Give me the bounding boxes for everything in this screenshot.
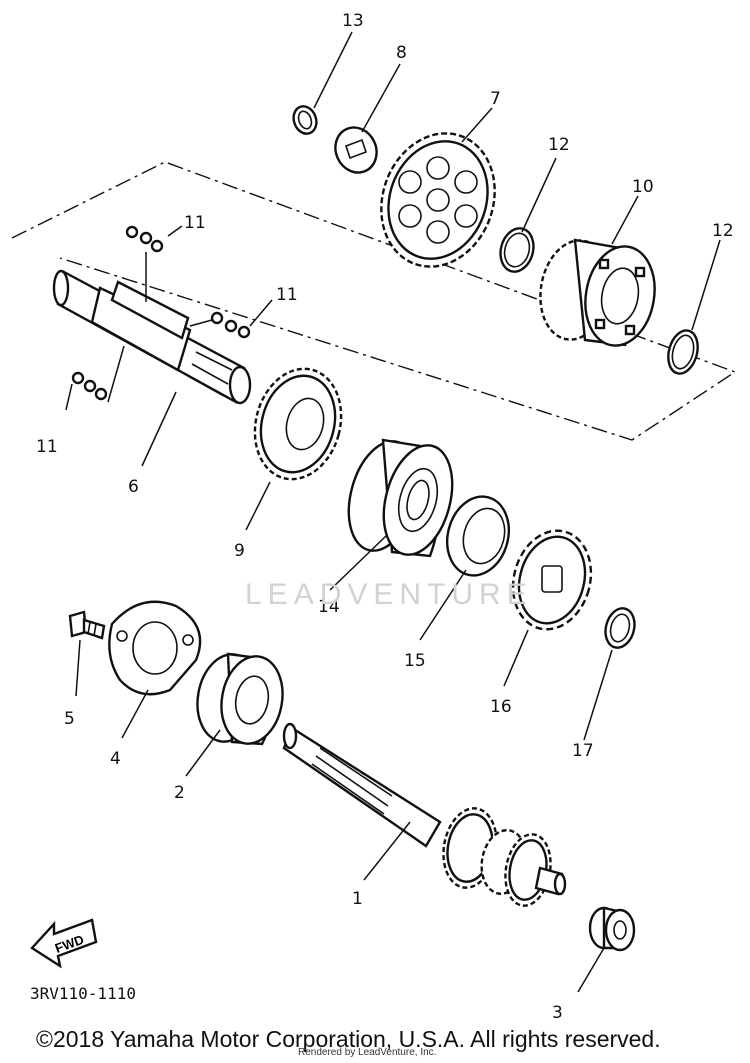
callout-7: 7 <box>490 89 501 109</box>
part-11-balls-left[interactable] <box>71 371 108 401</box>
part-4-retainer-plate[interactable] <box>108 600 202 696</box>
part-14-bearing[interactable] <box>338 434 464 563</box>
leader-lines <box>65 31 721 993</box>
callout-1: 1 <box>352 889 363 909</box>
callout-15: 15 <box>404 651 426 671</box>
part-13-circlip[interactable] <box>290 103 320 137</box>
part-9-gear[interactable] <box>243 359 353 489</box>
callout-17: 17 <box>572 741 594 761</box>
part-2-bearing[interactable] <box>191 649 289 748</box>
part-6-drive-axle[interactable] <box>52 269 252 405</box>
part-12-circlip-upper[interactable] <box>496 225 538 276</box>
part-16-sprocket[interactable] <box>502 522 601 638</box>
callout-8: 8 <box>396 43 407 63</box>
callout-4: 4 <box>110 749 121 769</box>
rendered-by-notice: Rendered by LeadVenture, Inc. <box>298 1047 437 1058</box>
diagram-code: 3RV110-1110 <box>30 984 136 1003</box>
callout-labels: 13 8 7 12 10 12 11 11 11 6 9 14 15 16 17… <box>36 11 734 1023</box>
part-5-bolt[interactable] <box>68 610 106 640</box>
part-17-circlip[interactable] <box>601 605 638 651</box>
callout-3: 3 <box>552 1003 563 1023</box>
part-3-collar[interactable] <box>588 906 636 952</box>
callout-11-right: 11 <box>276 285 298 305</box>
watermark: LEADVENTURE <box>245 578 533 611</box>
part-11-balls-upper[interactable] <box>125 225 164 253</box>
callout-11-left: 11 <box>36 437 58 457</box>
callout-14: 14 <box>318 597 340 617</box>
callout-16: 16 <box>490 697 512 717</box>
fwd-arrow-icon: FWD <box>30 918 98 969</box>
callout-5: 5 <box>64 709 75 729</box>
part-8-washer[interactable] <box>328 121 384 180</box>
callout-10: 10 <box>632 177 654 197</box>
part-7-gear[interactable] <box>363 117 513 282</box>
part-11-balls-right[interactable] <box>210 311 251 339</box>
callout-13: 13 <box>342 11 364 31</box>
part-1-main-shaft[interactable] <box>282 722 567 909</box>
part-10-dog-gear[interactable] <box>533 235 662 351</box>
copyright-notice: ©2018 Yamaha Motor Corporation, U.S.A. A… <box>36 1026 661 1052</box>
part-15-oil-seal[interactable] <box>439 490 518 583</box>
callout-12-lower: 12 <box>712 221 734 241</box>
callout-2: 2 <box>174 783 185 803</box>
part-12-circlip-lower[interactable] <box>664 327 702 377</box>
callout-6: 6 <box>128 477 139 497</box>
callout-11-upper: 11 <box>184 213 206 233</box>
callout-12-upper: 12 <box>548 135 570 155</box>
callout-9: 9 <box>234 541 245 561</box>
